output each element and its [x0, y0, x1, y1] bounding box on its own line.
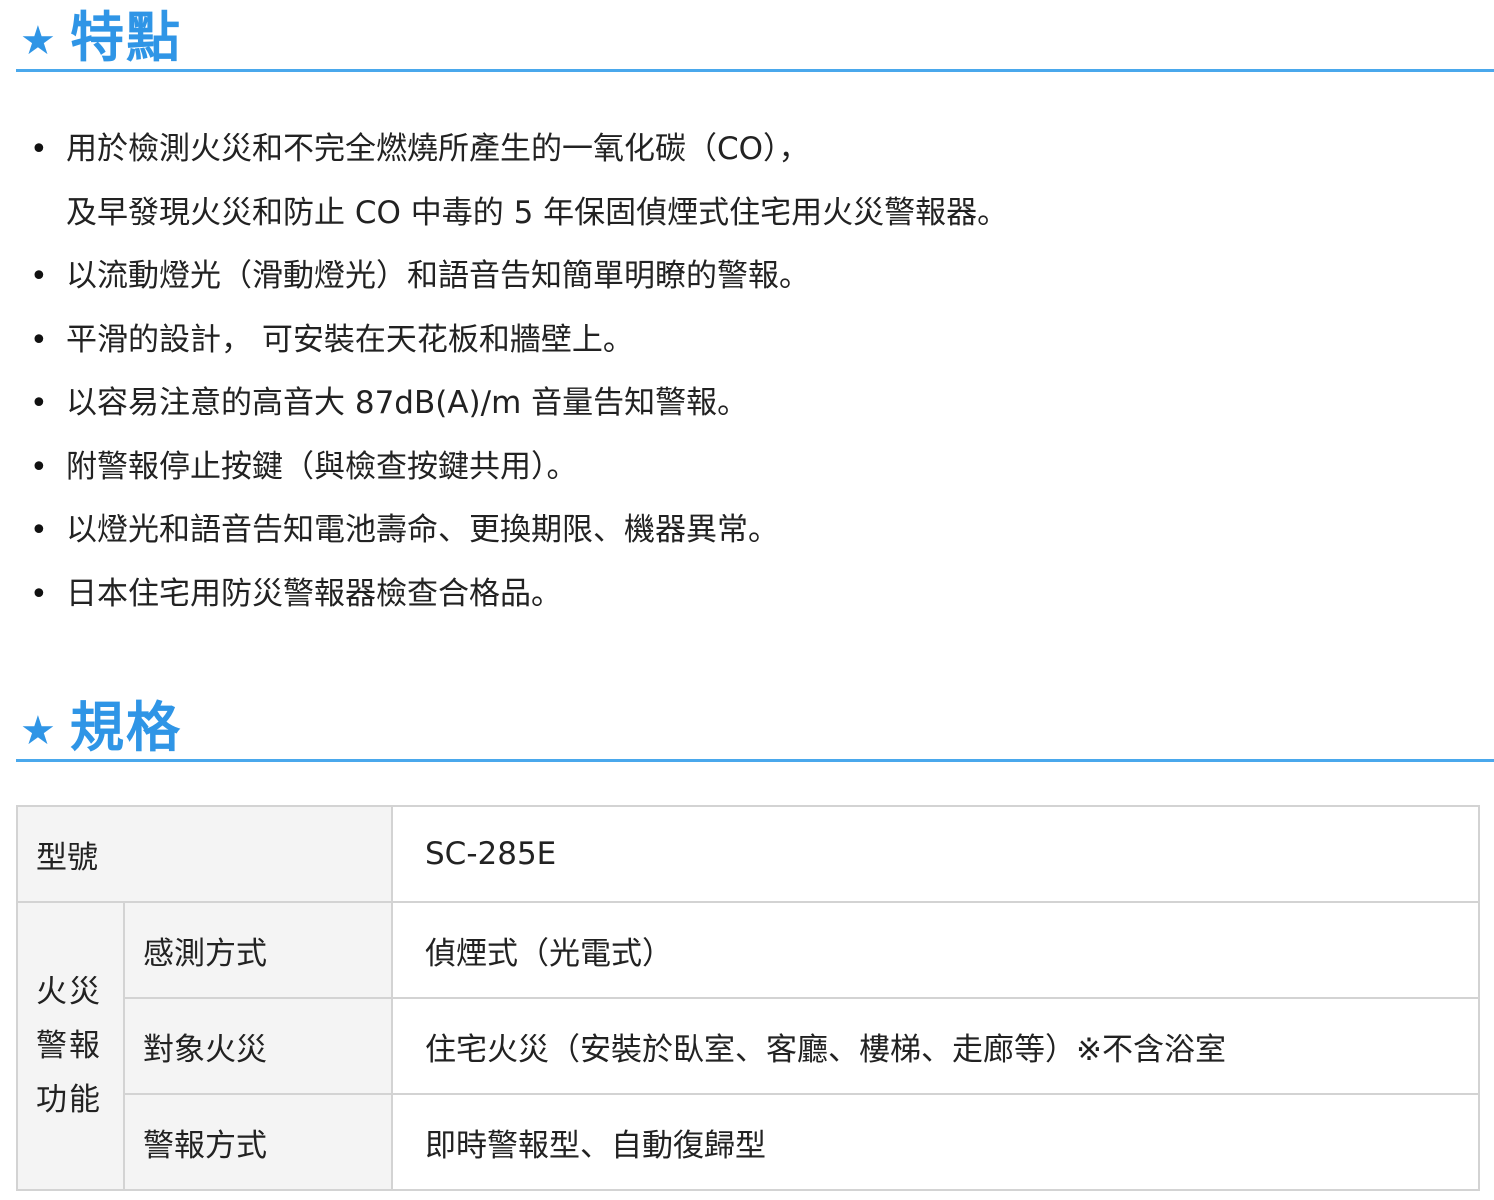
row-value: 住宅火災（安裝於臥室、客廳、樓梯、走廊等）※不含浴室 [391, 997, 1480, 1095]
specs-title: 規格 [70, 696, 182, 759]
feature-item: • 日本住宅用防災警報器檢查合格品。 [28, 563, 1468, 627]
feature-text: 用於檢測火災和不完全燃燒所產生的一氧化碳（CO）， [66, 131, 810, 167]
table-row-model: 型號 SC-285E [16, 805, 1480, 903]
features-title: 特點 [70, 6, 182, 69]
table-row: 警報方式 即時警報型、自動復歸型 [17, 1093, 1480, 1191]
model-label: 型號 [16, 805, 393, 903]
feature-text-continued: 及早發現火災和防止 CO 中毒的 5 年保固偵煙式住宅用火災警報器。 [66, 194, 1009, 231]
feature-item: • 用於檢測火災和不完全燃燒所產生的一氧化碳（CO）， 及早發現火災和防止 CO… [28, 118, 1468, 245]
bullet-icon: • [30, 513, 48, 548]
bullet-icon: • [30, 322, 48, 358]
feature-text: 附警報停止按鍵（與檢查按鍵共用）。 [66, 448, 578, 485]
feature-item: • 以容易注意的高音大 87dB(A)/m 音量告知警報。 [28, 372, 1468, 436]
star-icon: ★ [20, 708, 56, 754]
feature-text: 日本住宅用防災警報器檢查合格品。 [66, 575, 562, 612]
specs-heading: ★ 規格 [16, 690, 1494, 762]
row-label: 對象火災 [123, 997, 393, 1095]
bullet-icon: • [30, 132, 48, 167]
feature-text: 以燈光和語音告知電池壽命、更換期限、機器異常。 [66, 512, 779, 548]
spec-table: 型號 SC-285E 火災警報功能 感測方式 偵煙式（光電式） 對象火災 住宅火… [16, 805, 1480, 1191]
features-heading: ★ 特點 [16, 0, 1494, 72]
table-row: 火災警報功能 感測方式 偵煙式（光電式） [16, 901, 1480, 1191]
bullet-icon: • [30, 576, 48, 612]
feature-item: • 平滑的設計， 可安裝在天花板和牆壁上。 [28, 309, 1468, 373]
row-value: 即時警報型、自動復歸型 [391, 1093, 1480, 1191]
feature-text: 以流動燈光（滑動燈光）和語音告知簡單明瞭的警報。 [66, 258, 810, 294]
feature-text: 以容易注意的高音大 87dB(A)/m 音量告知警報。 [66, 385, 749, 421]
table-row: 對象火災 住宅火災（安裝於臥室、客廳、樓梯、走廊等）※不含浴室 [17, 997, 1480, 1095]
model-value: SC-285E [391, 805, 1480, 903]
feature-item: • 附警報停止按鍵（與檢查按鍵共用）。 [28, 436, 1468, 500]
feature-item: • 以燈光和語音告知電池壽命、更換期限、機器異常。 [28, 499, 1468, 563]
row-label: 感測方式 [123, 901, 393, 999]
bullet-icon: • [30, 259, 48, 294]
bullet-icon: • [30, 449, 48, 485]
fire-alarm-group-cell: 火災警報功能 [16, 901, 125, 1191]
feature-text: 平滑的設計， 可安裝在天花板和牆壁上。 [66, 321, 634, 358]
star-icon: ★ [20, 18, 56, 64]
feature-item: • 以流動燈光（滑動燈光）和語音告知簡單明瞭的警報。 [28, 245, 1468, 309]
row-label: 警報方式 [123, 1093, 393, 1191]
feature-list: • 用於檢測火災和不完全燃燒所產生的一氧化碳（CO）， 及早發現火災和防止 CO… [28, 118, 1468, 626]
bullet-icon: • [30, 386, 48, 421]
fire-alarm-group-label: 火災警報功能 [36, 974, 102, 1118]
row-value: 偵煙式（光電式） [391, 901, 1480, 999]
